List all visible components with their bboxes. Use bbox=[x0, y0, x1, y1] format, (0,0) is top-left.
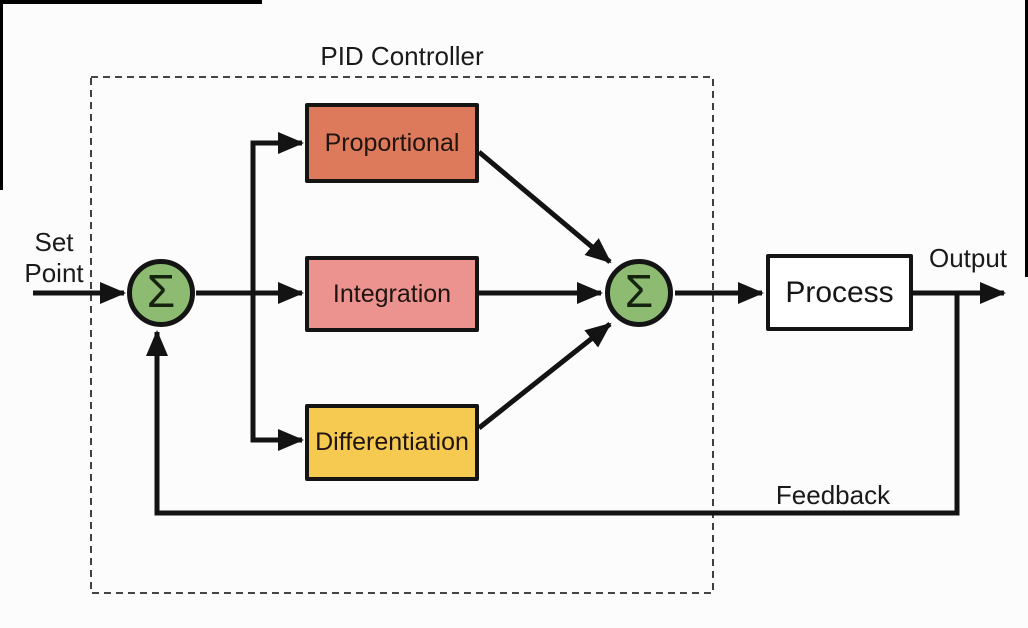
pid-controller-title: PID Controller bbox=[320, 41, 484, 71]
differentiation-to-sum2-wire bbox=[477, 322, 612, 430]
frame-edge-artifact-left bbox=[0, 0, 3, 190]
process-label: Process bbox=[785, 275, 894, 309]
block-proportional: Proportional bbox=[305, 103, 479, 183]
block-process: Process bbox=[766, 254, 913, 331]
integration-label: Integration bbox=[332, 279, 452, 308]
branch-to-proportional-wire bbox=[250, 132, 304, 293]
proportional-to-sum2-wire bbox=[477, 150, 612, 264]
differentiation-label: Differentiation bbox=[315, 428, 469, 456]
block-integration: Integration bbox=[305, 256, 479, 332]
input-summation-node: Σ bbox=[127, 259, 195, 327]
proportional-label: Proportional bbox=[324, 128, 460, 157]
block-differentiation: Differentiation bbox=[305, 404, 479, 481]
frame-edge-artifact-top bbox=[0, 0, 262, 4]
frame-edge-artifact-right bbox=[1025, 0, 1028, 277]
sigma-symbol: Σ bbox=[146, 265, 176, 317]
output-label: Output bbox=[928, 243, 1008, 273]
feedback-wire bbox=[146, 293, 960, 516]
feedback-label: Feedback bbox=[775, 480, 891, 510]
branch-to-differentiation-wire bbox=[250, 293, 304, 451]
pid-controller-boundary bbox=[90, 76, 714, 594]
set-point-label: Set Point bbox=[24, 227, 84, 288]
output-summation-node: Σ bbox=[605, 259, 673, 327]
sigma-symbol: Σ bbox=[624, 265, 654, 317]
